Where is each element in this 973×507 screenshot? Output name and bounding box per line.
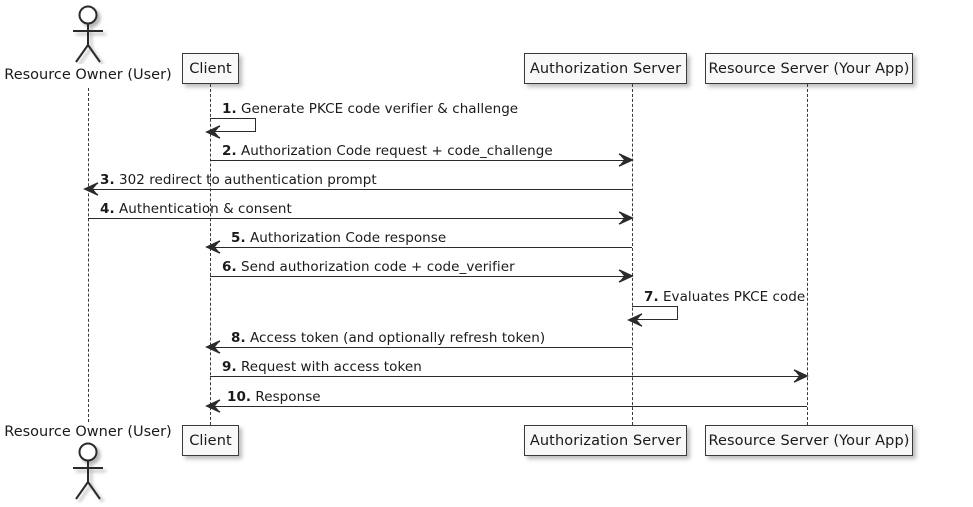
message-4-arrowhead bbox=[618, 211, 634, 225]
message-9-text: Request with access token bbox=[240, 359, 422, 375]
message-6-line bbox=[210, 276, 625, 277]
message-2-number: 2. bbox=[222, 143, 237, 159]
participant-box-resource-server-top[interactable]: Resource Server (Your App) bbox=[705, 53, 913, 84]
message-2-line bbox=[210, 160, 625, 161]
message-5-number: 5. bbox=[231, 230, 246, 246]
message-8-line bbox=[210, 347, 632, 348]
message-7-self-loop bbox=[632, 306, 678, 320]
participant-label-resource-server-top: Resource Server (Your App) bbox=[708, 60, 910, 77]
message-2-arrowhead bbox=[618, 153, 634, 167]
message-9-arrowhead bbox=[793, 369, 809, 383]
message-4-label: 4. Authentication & consent bbox=[100, 201, 292, 217]
message-9-line bbox=[210, 376, 800, 377]
participant-label-authorization-server-top: Authorization Server bbox=[529, 60, 682, 77]
message-6-number: 6. bbox=[222, 259, 237, 275]
lifeline-authorization-server bbox=[632, 84, 633, 425]
message-1-self-loop bbox=[210, 118, 256, 132]
lifeline-resource-server bbox=[807, 84, 808, 425]
message-1-number: 1. bbox=[222, 101, 237, 117]
participant-label-resource-server-bottom: Resource Server (Your App) bbox=[708, 432, 910, 449]
actor-label-top: Resource Owner (User) bbox=[4, 67, 172, 83]
message-8-label: 8. Access token (and optionally refresh … bbox=[231, 330, 545, 346]
message-4-line bbox=[88, 218, 625, 219]
message-5-arrowhead bbox=[205, 240, 221, 254]
participant-box-client-top[interactable]: Client bbox=[182, 53, 239, 84]
message-6-label: 6. Send authorization code + code_verifi… bbox=[222, 259, 515, 275]
participant-box-authorization-server-bottom[interactable]: Authorization Server bbox=[524, 425, 687, 456]
actor-figure-top bbox=[62, 4, 114, 64]
message-7-arrowhead bbox=[627, 313, 643, 327]
message-8-number: 8. bbox=[231, 330, 246, 346]
message-8-text: Access token (and optionally refresh tok… bbox=[249, 330, 546, 346]
message-3-line bbox=[88, 189, 632, 190]
message-8-arrowhead bbox=[205, 340, 221, 354]
message-3-text: 302 redirect to authentication prompt bbox=[118, 172, 377, 188]
message-1-label: 1. Generate PKCE code verifier & challen… bbox=[222, 101, 518, 117]
participant-box-client-bottom[interactable]: Client bbox=[182, 425, 239, 456]
message-6-text: Send authorization code + code_verifier bbox=[240, 259, 515, 275]
stick-figure-icon bbox=[73, 442, 103, 500]
message-4-text: Authentication & consent bbox=[118, 201, 292, 217]
message-5-label: 5. Authorization Code response bbox=[231, 230, 446, 246]
actor-label-bottom: Resource Owner (User) bbox=[4, 424, 172, 440]
message-7-text: Evaluates PKCE code bbox=[662, 289, 806, 305]
message-10-text: Response bbox=[255, 389, 321, 405]
stick-figure-icon bbox=[73, 5, 103, 63]
message-7-number: 7. bbox=[644, 289, 659, 305]
participant-label-client-bottom: Client bbox=[189, 432, 232, 449]
participant-label-authorization-server-bottom: Authorization Server bbox=[529, 432, 682, 449]
message-5-text: Authorization Code response bbox=[249, 230, 447, 246]
message-10-arrowhead bbox=[205, 399, 221, 413]
message-4-number: 4. bbox=[100, 201, 115, 217]
message-7-label: 7. Evaluates PKCE code bbox=[644, 289, 805, 305]
message-6-arrowhead bbox=[618, 269, 634, 283]
participant-label-client-top: Client bbox=[189, 60, 232, 77]
message-9-label: 9. Request with access token bbox=[222, 359, 422, 375]
message-5-line bbox=[210, 247, 632, 248]
message-10-line bbox=[210, 406, 807, 407]
message-10-number: 10. bbox=[227, 389, 252, 405]
message-3-label: 3. 302 redirect to authentication prompt bbox=[100, 172, 377, 188]
message-9-number: 9. bbox=[222, 359, 237, 375]
actor-figure-bottom bbox=[62, 441, 114, 503]
message-3-number: 3. bbox=[100, 172, 115, 188]
message-1-arrowhead bbox=[205, 125, 221, 139]
message-2-text: Authorization Code request + code_challe… bbox=[240, 143, 553, 159]
lifeline-actor bbox=[88, 88, 89, 422]
message-10-label: 10. Response bbox=[227, 389, 321, 405]
message-3-arrowhead bbox=[83, 182, 99, 196]
message-1-text: Generate PKCE code verifier & challenge bbox=[240, 101, 519, 117]
participant-box-authorization-server-top[interactable]: Authorization Server bbox=[524, 53, 687, 84]
message-2-label: 2. Authorization Code request + code_cha… bbox=[222, 143, 553, 159]
participant-box-resource-server-bottom[interactable]: Resource Server (Your App) bbox=[705, 425, 913, 456]
lifeline-client bbox=[210, 84, 211, 425]
